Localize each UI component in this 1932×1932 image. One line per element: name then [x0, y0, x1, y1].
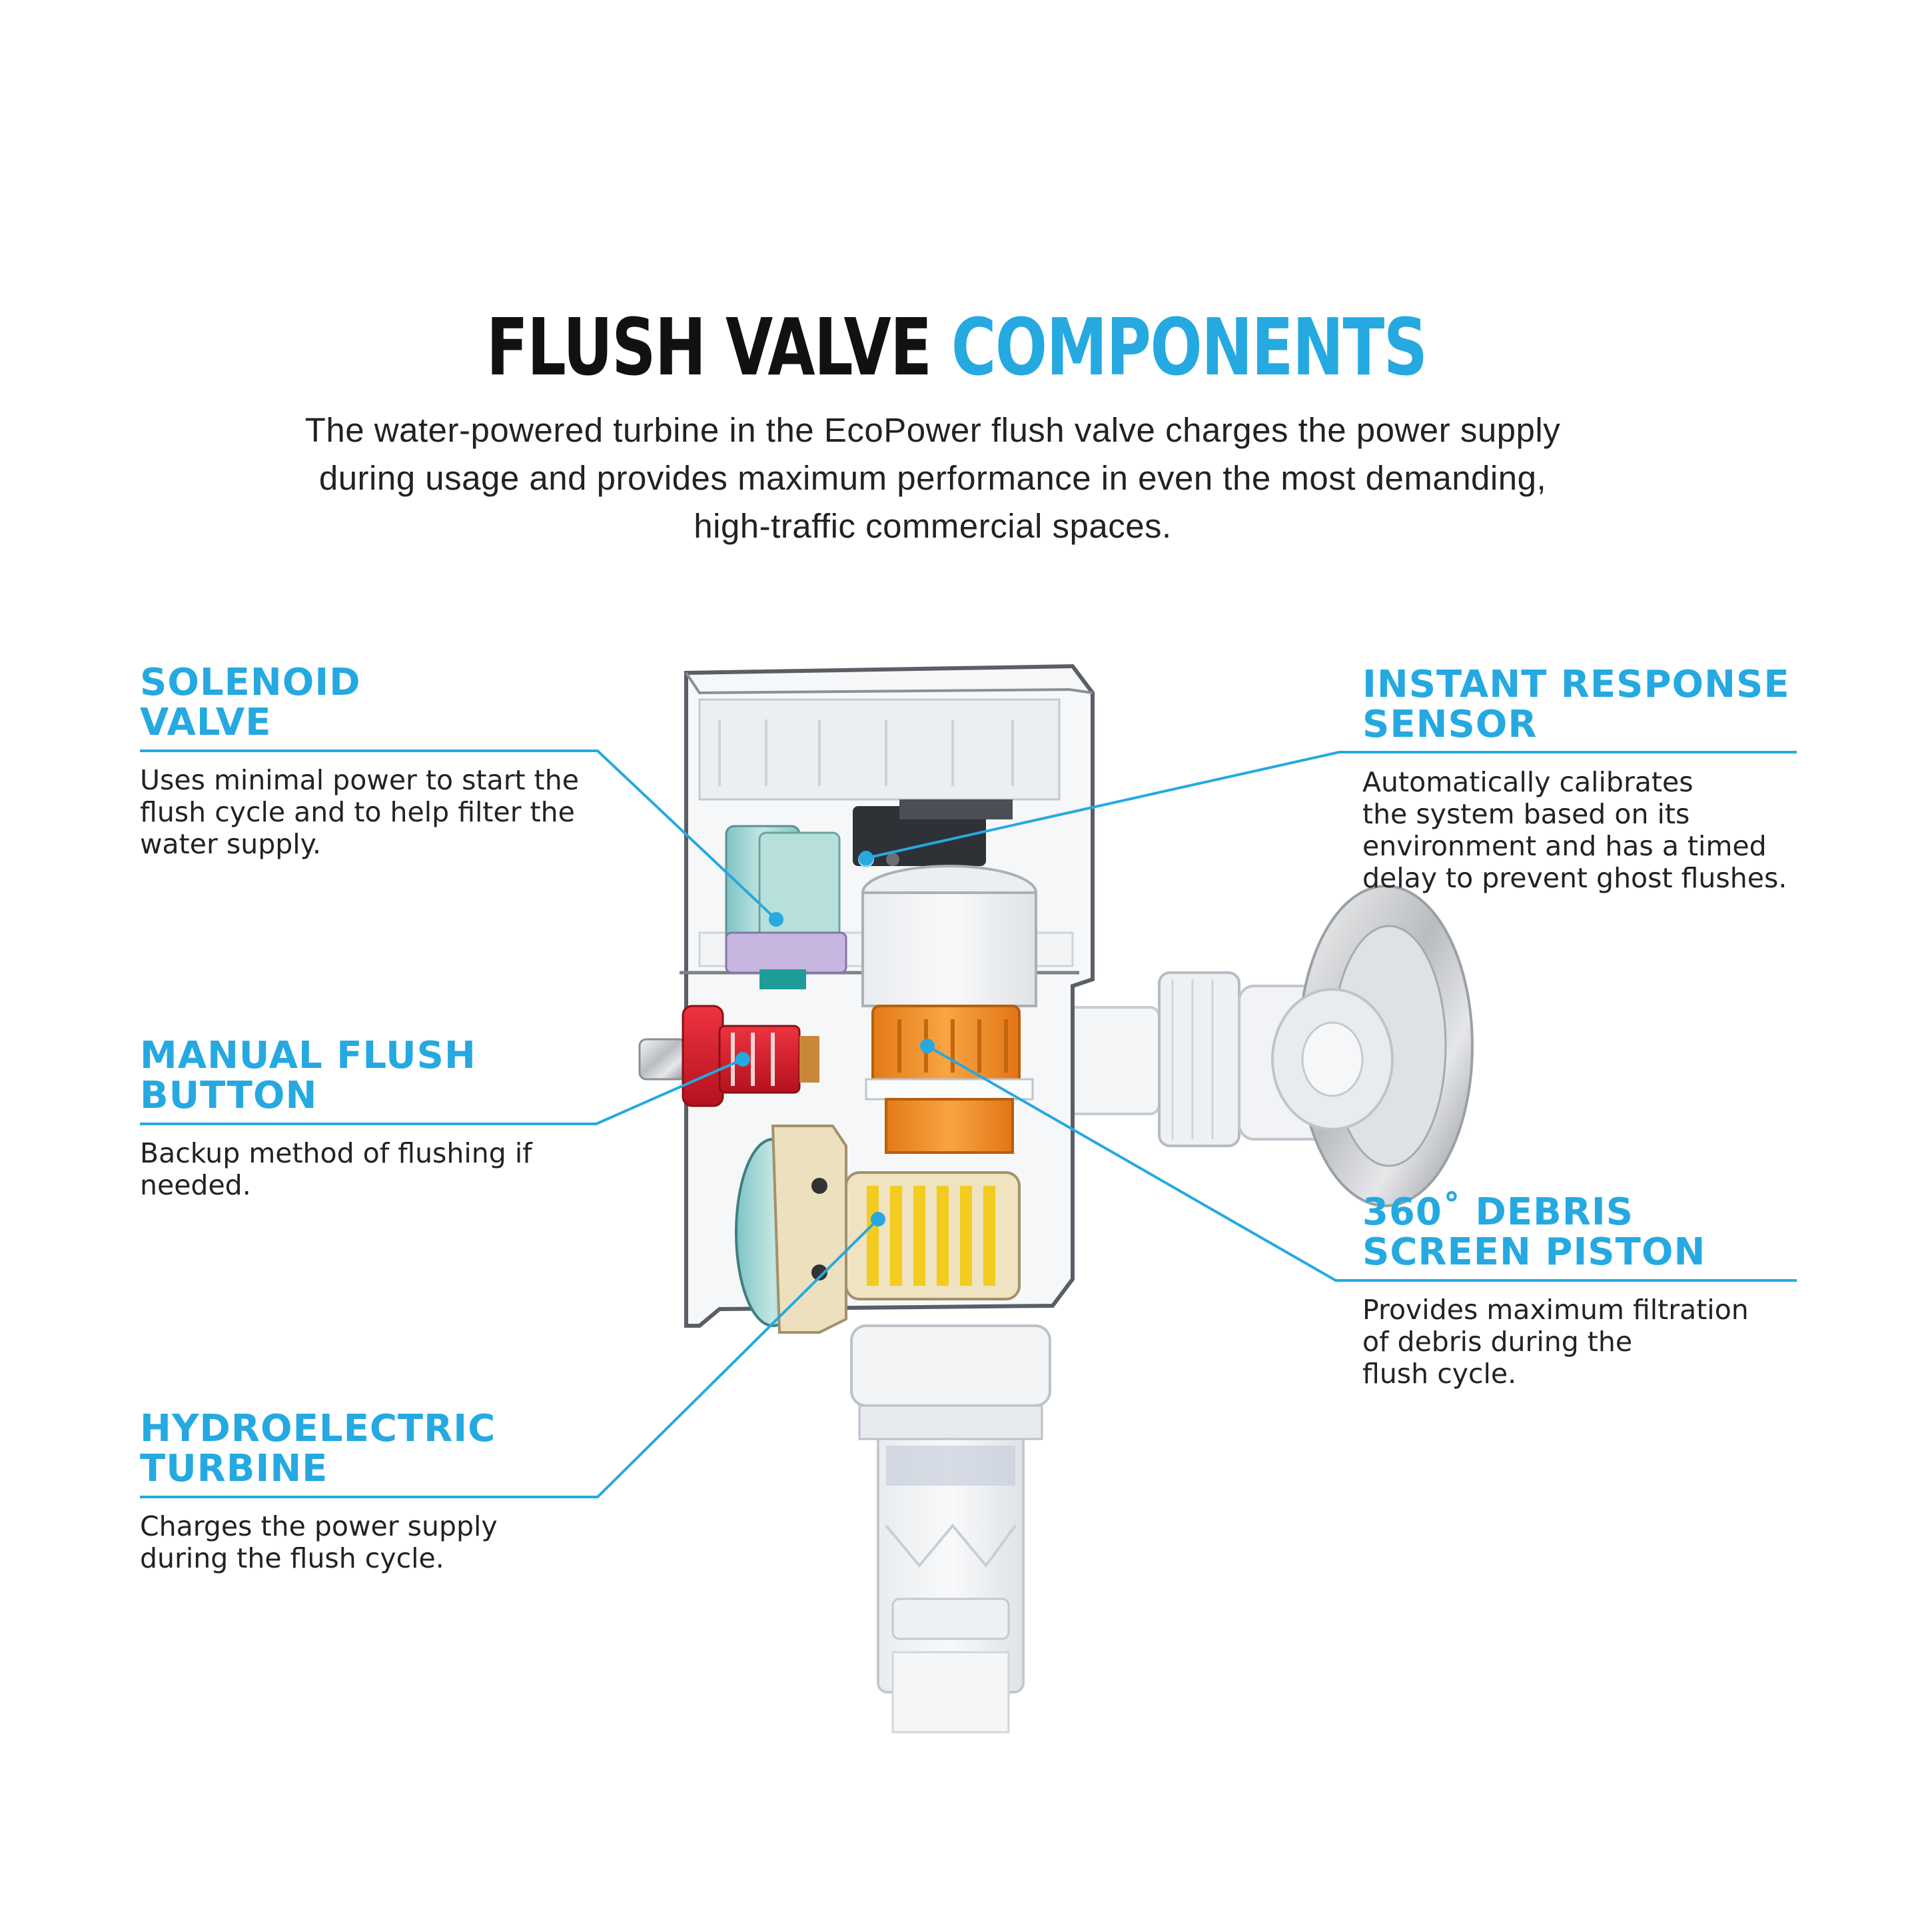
- callout-title-line: TURBINE: [140, 1447, 328, 1490]
- leader-line-turbine: [140, 1218, 879, 1498]
- callout-desc-line: Uses minimal power to start the: [140, 764, 579, 796]
- callout-desc-line: water supply.: [140, 828, 322, 860]
- intro-line: high-traffic commercial spaces.: [694, 507, 1172, 545]
- sensor-part: [853, 799, 1013, 867]
- callout-desc-line: needed.: [140, 1169, 251, 1201]
- leader-dot-solenoid: [769, 912, 783, 927]
- intro-line: The water-powered turbine in the EcoPowe…: [304, 411, 1561, 449]
- callout-title-line: HYDROELECTRIC: [140, 1407, 496, 1450]
- callout-manual-flush: MANUAL FLUSH BUTTON Backup method of flu…: [140, 1036, 606, 1202]
- callout-desc-line: flush cycle and to help filter the: [140, 796, 575, 828]
- callout-title: INSTANT RESPONSE SENSOR: [1362, 665, 1829, 745]
- intro-line: during usage and provides maximum perfor…: [318, 459, 1547, 497]
- callout-description: Charges the power supply during the flus…: [140, 1510, 606, 1574]
- piston-part: [861, 865, 1037, 1154]
- callout-title-line: SOLENOID: [140, 661, 361, 704]
- callout-description: Uses minimal power to start the flush cy…: [140, 764, 606, 860]
- leader-line-sensor: [865, 751, 1797, 859]
- callout-title: SOLENOID VALVE: [140, 663, 606, 743]
- intro-paragraph: The water-powered turbine in the EcoPowe…: [193, 406, 1672, 550]
- callout-title: HYDROELECTRIC TURBINE: [140, 1409, 606, 1489]
- callout-desc-line: flush cycle.: [1362, 1358, 1517, 1390]
- callout-desc-line: of debris during the: [1362, 1326, 1633, 1358]
- callout-desc-line: environment and has a timed: [1362, 830, 1767, 862]
- inlet-pipe: [1065, 885, 1474, 1207]
- leader-dot-turbine: [871, 1212, 885, 1226]
- callout-title-line: SCREEN PISTON: [1362, 1230, 1706, 1274]
- callout-desc-line: the system based on its: [1362, 798, 1690, 830]
- outlet-pipe: [850, 1324, 1051, 1733]
- callout-desc-line: Provides maximum filtration: [1362, 1294, 1749, 1326]
- callout-desc-line: Automatically calibrates: [1362, 766, 1693, 798]
- callout-title-line: BUTTON: [140, 1074, 318, 1117]
- callout-title: MANUAL FLUSH BUTTON: [140, 1036, 606, 1116]
- leader-line-solenoid: [140, 749, 777, 921]
- manual-flush-button-part: [638, 1005, 819, 1107]
- leader-dot-sensor: [859, 851, 873, 865]
- callout-desc-line: during the flush cycle.: [140, 1542, 444, 1574]
- callout-title-line: INSTANT RESPONSE: [1362, 663, 1790, 706]
- callout-turbine: HYDROELECTRIC TURBINE Charges the power …: [140, 1409, 606, 1575]
- callout-solenoid: SOLENOID VALVE Uses minimal power to sta…: [140, 663, 606, 861]
- callout-desc-line: Charges the power supply: [140, 1510, 498, 1542]
- leader-dot-manual: [735, 1052, 750, 1067]
- callout-desc-line: Backup method of flushing if: [140, 1137, 532, 1169]
- solenoid-valve-part: [725, 825, 847, 989]
- callout-title-line: VALVE: [140, 701, 272, 744]
- callout-description: Backup method of flushing if needed.: [140, 1137, 606, 1201]
- page-title: FLUSH VALVE COMPONENTS: [203, 301, 1710, 393]
- callout-description: Automatically calibrates the system base…: [1362, 766, 1829, 894]
- leader-line-manual: [140, 1058, 743, 1125]
- callout-title-line: MANUAL FLUSH: [140, 1034, 476, 1077]
- callout-title-line: 360˚ DEBRIS: [1362, 1191, 1634, 1234]
- leader-dot-piston: [920, 1039, 935, 1053]
- callout-description: Provides maximum filtration of debris du…: [1362, 1294, 1829, 1390]
- callout-desc-line: delay to prevent ghost flushes.: [1362, 862, 1787, 894]
- callout-title-line: SENSOR: [1362, 703, 1538, 746]
- callout-piston: 360˚ DEBRIS SCREEN PISTON Provides maxim…: [1362, 1193, 1829, 1390]
- turbine-part: [735, 1125, 1021, 1334]
- title-dark-part: FLUSH VALVE: [486, 301, 932, 393]
- leader-line-piston: [927, 1045, 1797, 1282]
- callout-title: 360˚ DEBRIS SCREEN PISTON: [1362, 1193, 1829, 1272]
- callout-sensor: INSTANT RESPONSE SENSOR Automatically ca…: [1362, 665, 1829, 895]
- title-blue-part: COMPONENTS: [951, 301, 1428, 393]
